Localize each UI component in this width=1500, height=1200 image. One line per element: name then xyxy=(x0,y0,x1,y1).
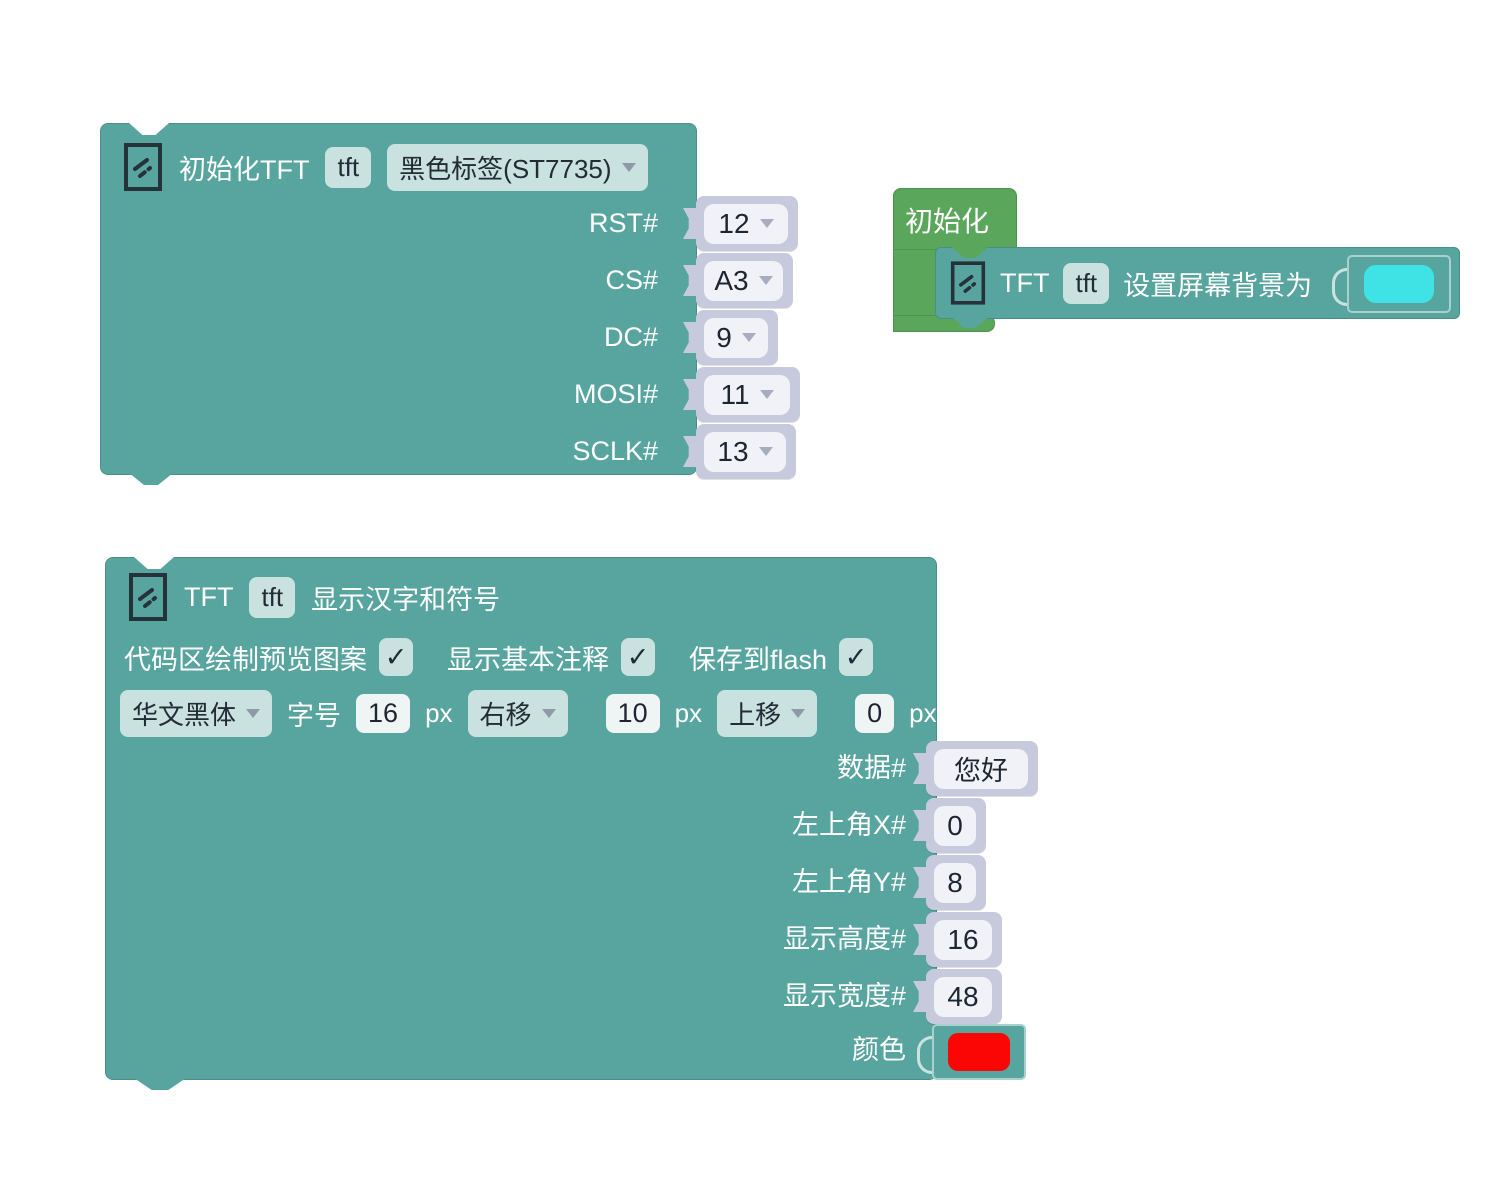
setup-block-head xyxy=(893,188,1017,250)
pin-value-sclk: 13 xyxy=(717,435,749,467)
option-label-preview: 代码区绘制预览图案 xyxy=(124,644,367,675)
param-value-block-width[interactable]: 48 xyxy=(926,969,1002,1024)
value-connector-socket xyxy=(917,1036,932,1074)
vertical-shift-value: 上移 xyxy=(729,699,782,730)
param-value-block-x[interactable]: 0 xyxy=(926,798,986,853)
text-color-block[interactable] xyxy=(917,1024,1026,1080)
comment-checkbox[interactable]: ✓ xyxy=(621,638,655,676)
block-title: 显示汉字和符号 xyxy=(311,584,501,615)
pin-label-cs: CS# xyxy=(605,265,658,295)
pin-value-dc: 9 xyxy=(716,321,732,353)
chevron-down-icon xyxy=(759,390,774,399)
px-unit-label: px xyxy=(909,697,937,728)
param-label-y: 左上角Y# xyxy=(791,867,906,897)
chevron-down-icon xyxy=(758,276,773,285)
param-value-width: 48 xyxy=(947,980,979,1012)
value-connector-socket xyxy=(1332,268,1347,306)
action-label: 设置屏幕背景为 xyxy=(1123,270,1313,301)
text-color-swatch[interactable] xyxy=(948,1033,1010,1071)
pin-value-cs: A3 xyxy=(714,264,749,296)
background-color-swatch[interactable] xyxy=(1364,265,1434,303)
param-value-data: 您好 xyxy=(954,756,1008,786)
pin-value-block-rst[interactable]: 12 xyxy=(696,196,798,251)
display-text-block[interactable]: TFT tft 显示汉字和符号 代码区绘制预览图案 ✓ 显示基本注释 ✓ 保存到… xyxy=(105,557,1038,1090)
pin-label-rst: RST# xyxy=(588,208,658,238)
px-unit-label: px xyxy=(674,697,703,728)
set-screen-background-block[interactable]: TFT tft 设置屏幕背景为 xyxy=(935,247,1460,328)
param-value-x: 0 xyxy=(947,809,963,841)
tft-screen-icon xyxy=(950,260,986,306)
pin-value-rst: 12 xyxy=(718,207,750,239)
background-color-block[interactable] xyxy=(1332,255,1451,313)
pin-value-block-cs[interactable]: A3 xyxy=(696,253,793,308)
param-value-block-y[interactable]: 8 xyxy=(926,855,986,910)
horizontal-shift-value: 右移 xyxy=(479,699,532,730)
driver-dropdown[interactable]: 黑色标签(ST7735) xyxy=(387,143,648,191)
px-unit-label: px xyxy=(425,697,453,728)
font-size-field[interactable]: 16 xyxy=(356,693,411,733)
instance-name-field[interactable]: tft xyxy=(249,576,296,618)
chevron-down-icon xyxy=(758,447,773,456)
font-size-label: 字号 xyxy=(287,700,342,731)
chevron-down-icon xyxy=(759,219,774,228)
pin-value-block-sclk[interactable]: 13 xyxy=(696,424,796,479)
init-tft-block[interactable]: 初始化TFT tft 黑色标签(ST7735) RST# 12 CS# A3 D… xyxy=(100,123,800,485)
setup-block-title: 初始化 xyxy=(905,206,990,237)
preview-checkbox[interactable]: ✓ xyxy=(379,638,413,676)
param-value-block-height[interactable]: 16 xyxy=(926,912,1002,967)
param-label-width: 显示宽度# xyxy=(782,981,906,1011)
flash-checkbox[interactable]: ✓ xyxy=(839,638,874,676)
param-label-x: 左上角X# xyxy=(791,810,906,840)
prev-connector-notch xyxy=(129,123,169,135)
param-label-data: 数据# xyxy=(836,753,906,783)
chevron-down-icon xyxy=(541,708,556,718)
param-value-y: 8 xyxy=(947,866,963,898)
pin-value-block-mosi[interactable]: 11 xyxy=(696,367,800,422)
param-value-height: 16 xyxy=(947,923,979,955)
pin-label-sclk: SCLK# xyxy=(572,436,658,466)
chevron-down-icon xyxy=(791,708,806,718)
block-title: 初始化TFT xyxy=(179,154,310,185)
vertical-shift-field[interactable]: 0 xyxy=(855,693,895,733)
font-family-value: 华文黑体 xyxy=(132,699,237,730)
pin-label-mosi: MOSI# xyxy=(573,379,658,409)
option-label-comment: 显示基本注释 xyxy=(447,644,609,675)
horizontal-shift-dropdown[interactable]: 右移 xyxy=(467,689,568,737)
chevron-down-icon xyxy=(621,162,636,172)
tft-label: TFT xyxy=(184,581,234,612)
setup-wrapper-block[interactable]: 初始化 TFT tft 设置屏幕背景为 xyxy=(893,188,1463,332)
param-label-height: 显示高度# xyxy=(782,924,906,954)
param-value-block-data[interactable]: 您好 xyxy=(926,741,1038,796)
font-family-dropdown[interactable]: 华文黑体 xyxy=(120,689,273,737)
tft-screen-icon xyxy=(128,572,168,622)
chevron-down-icon xyxy=(741,333,756,342)
option-label-flash: 保存到flash xyxy=(689,644,828,675)
next-connector-bump xyxy=(952,317,988,328)
driver-dropdown-value: 黑色标签(ST7735) xyxy=(399,153,612,184)
tft-screen-icon xyxy=(123,142,163,192)
pin-value-mosi: 11 xyxy=(720,378,750,410)
chevron-down-icon xyxy=(246,708,261,718)
next-connector-bump xyxy=(129,473,173,485)
horizontal-shift-field[interactable]: 10 xyxy=(605,693,660,733)
next-connector-bump xyxy=(134,1078,186,1090)
param-label-color: 颜色 xyxy=(852,1035,906,1065)
instance-name-field[interactable]: tft xyxy=(325,146,372,188)
instance-name-field[interactable]: tft xyxy=(1063,262,1110,304)
pin-label-dc: DC# xyxy=(603,322,658,352)
prev-connector-notch xyxy=(952,247,988,258)
pin-value-block-dc[interactable]: 9 xyxy=(696,310,778,365)
tft-label: TFT xyxy=(1000,267,1050,298)
vertical-shift-dropdown[interactable]: 上移 xyxy=(717,689,818,737)
